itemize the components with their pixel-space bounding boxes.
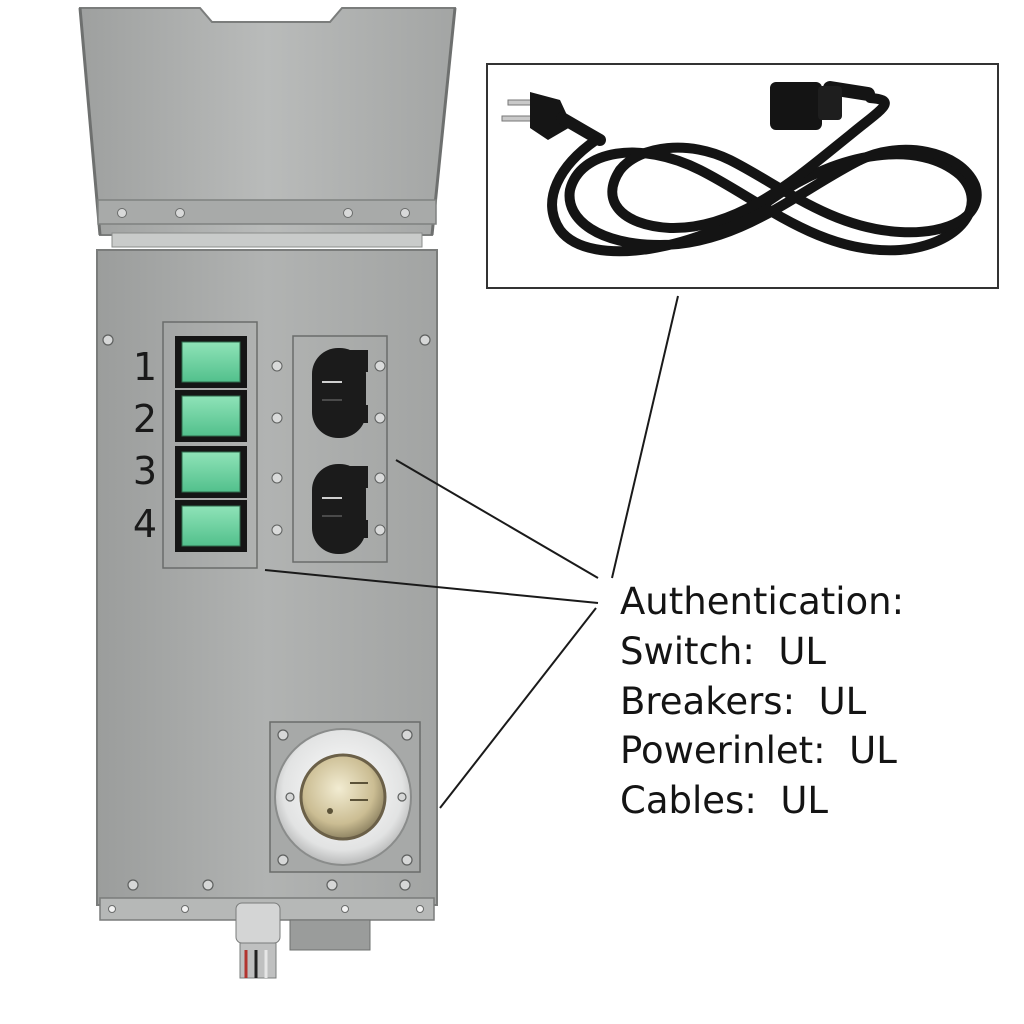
cert-item: Cables:: [620, 779, 757, 822]
circuit-breaker-icon: [312, 464, 368, 554]
cert-line-cables: Cables: UL: [620, 782, 828, 819]
rocker-switch-1[interactable]: [175, 336, 247, 388]
leader-line-breakers: [395, 459, 599, 579]
cert-item: Powerinlet:: [620, 729, 826, 772]
cert-line-breakers: Breakers: UL: [620, 683, 866, 720]
cable-inset: [486, 63, 999, 289]
rocker-switch-3[interactable]: [175, 446, 247, 498]
breaker-panel: [292, 335, 388, 563]
cert-line-switch: Switch: UL: [620, 633, 826, 670]
cert-item: Switch:: [620, 630, 755, 673]
rocker-switch-2[interactable]: [175, 390, 247, 442]
cert-standard: UL: [780, 779, 829, 822]
conduit-fitting: [235, 902, 371, 979]
cert-standard: UL: [778, 630, 827, 673]
rocker-switch-4[interactable]: [175, 500, 247, 552]
leader-line-cables: [611, 295, 679, 579]
cert-standard: UL: [849, 729, 897, 772]
leader-lines: [264, 295, 679, 809]
power-inlet-icon: [269, 721, 421, 873]
switch-number-4: 4: [133, 502, 157, 546]
cert-standard: UL: [818, 680, 867, 723]
switch-panel: 1 2 3 4: [133, 321, 258, 569]
enclosure-body: [96, 249, 438, 921]
cert-item: Breakers:: [620, 680, 796, 723]
cert-line-powerinlet: Powerinlet: UL: [620, 732, 897, 769]
switch-number-3: 3: [133, 449, 157, 493]
enclosure-lid: [78, 7, 457, 248]
power-cord-icon: [501, 81, 982, 257]
leader-line-inlet: [439, 607, 597, 809]
circuit-breaker-icon: [312, 348, 368, 438]
panel-screws: [271, 360, 386, 536]
switch-number-2: 2: [133, 397, 157, 441]
switch-number-1: 1: [133, 345, 157, 389]
certification-heading: Authentication:: [620, 580, 905, 623]
leader-line-switch: [264, 569, 599, 604]
